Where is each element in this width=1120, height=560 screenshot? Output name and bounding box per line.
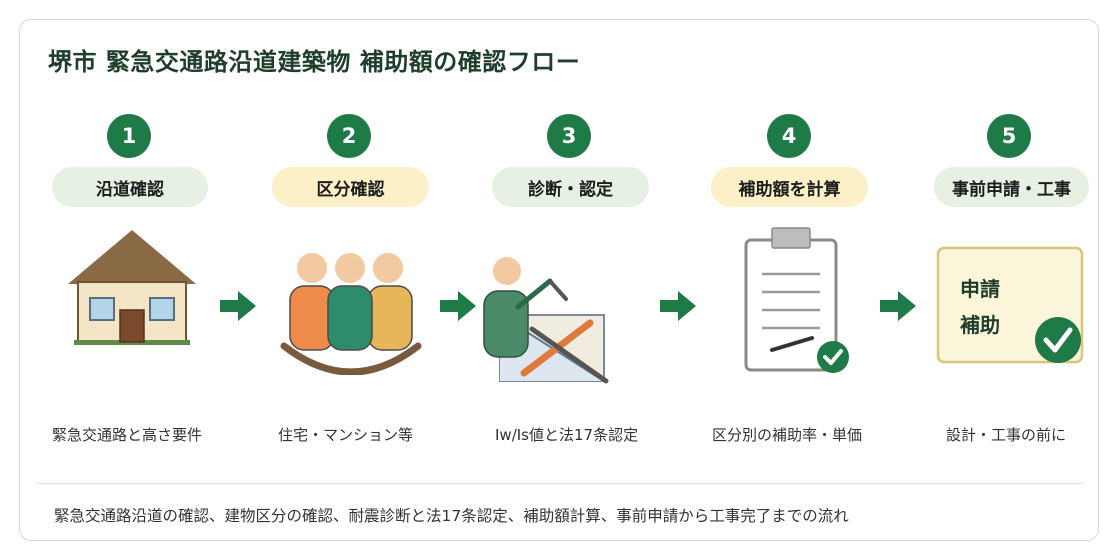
arrow-icon <box>880 291 916 321</box>
arrow-icon <box>220 291 256 321</box>
step-label-4: 補助額を計算 <box>711 167 868 207</box>
step-label-5: 事前申請・工事 <box>934 167 1089 207</box>
footer-description: 緊急交通路沿道の確認、建物区分の確認、耐震診断と法17条認定、補助額計算、事前申… <box>54 507 849 525</box>
people-icon <box>280 253 422 375</box>
arrow-icon <box>660 291 696 321</box>
arrow-icon <box>440 291 476 321</box>
step-number-5: 5 <box>987 114 1031 158</box>
step-caption-5: 設計・工事の前に <box>946 426 1067 444</box>
step-number-3: 3 <box>547 114 591 158</box>
step-label-3: 診断・認定 <box>492 167 649 207</box>
application-note-icon: 申請 補助 <box>936 246 1084 364</box>
step-caption-2: 住宅・マンション等 <box>278 426 414 444</box>
step-label-1: 沿道確認 <box>52 167 208 207</box>
step-caption-3: Iw/Is値と法17条認定 <box>495 426 639 444</box>
page-title: 堺市 緊急交通路沿道建築物 補助額の確認フロー <box>48 48 581 76</box>
step-number-4: 4 <box>767 114 811 158</box>
house-icon <box>68 230 196 345</box>
step-caption-1: 緊急交通路と高さ要件 <box>52 426 203 444</box>
divider <box>37 483 1083 484</box>
flow-card <box>19 19 1099 541</box>
step-label-2: 区分確認 <box>272 167 429 207</box>
step-number-1: 1 <box>107 114 151 158</box>
step-number-2: 2 <box>327 114 371 158</box>
step-caption-4: 区分別の補助率・単価 <box>712 426 863 444</box>
clipboard-icon <box>744 227 849 373</box>
note-line-1: 申請 <box>960 277 1000 301</box>
inspector-icon <box>483 257 609 384</box>
note-line-2: 補助 <box>959 313 1000 337</box>
